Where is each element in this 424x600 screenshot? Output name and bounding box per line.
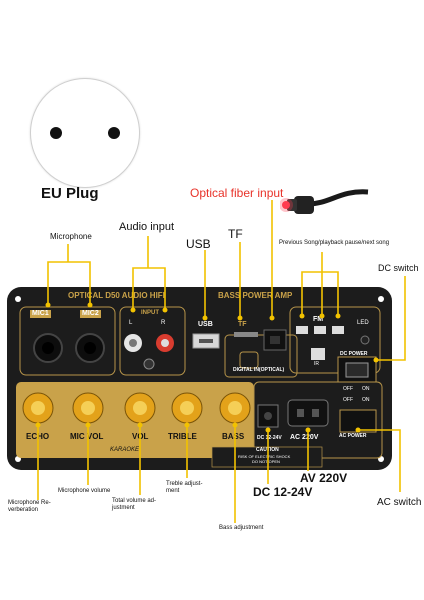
bass-callout: Bass adjustment bbox=[219, 525, 264, 531]
input-r-label: R bbox=[161, 320, 166, 326]
ir-label: IR bbox=[314, 361, 319, 367]
board-title-right: BASS POWER AMP bbox=[218, 291, 293, 300]
echo-callout: Microphone Re- verberation bbox=[8, 500, 51, 513]
digital-in-label: DIGITAL IN(OPTICAL) bbox=[233, 367, 285, 373]
off-label-upper: OFF bbox=[343, 386, 353, 392]
audio-input-label: Audio input bbox=[119, 221, 175, 233]
eu-plug-label: EU Plug bbox=[41, 185, 99, 202]
treble-callout: Treble adjust- ment bbox=[166, 481, 203, 494]
mic-volume-callout: Microphone volume bbox=[58, 488, 111, 494]
ac-port-label: AC 220V bbox=[290, 434, 319, 441]
led-board-label: LED bbox=[357, 320, 369, 326]
on-label-upper: ON bbox=[362, 386, 370, 392]
caution-line2: DO NOT OPEN bbox=[252, 459, 280, 464]
microphone-label: Microphone bbox=[50, 232, 92, 241]
total-volume-callout: Total volume ad- justment bbox=[112, 498, 157, 511]
optical-cable-icon bbox=[280, 189, 369, 214]
song-control-label: Previous Song/playback pause/next song bbox=[279, 240, 390, 246]
ac-power-label: AC POWER bbox=[339, 433, 367, 439]
plug-pin-right bbox=[108, 127, 120, 139]
input-l-label: L bbox=[129, 320, 133, 326]
knob-label-treble: TRIBLE bbox=[168, 432, 197, 441]
ac-voltage-callout: AV 220V bbox=[300, 471, 348, 485]
mic2-label: MIC2 bbox=[80, 310, 101, 318]
dc-switch-label: DC switch bbox=[378, 263, 419, 273]
caution-line1: RISK OF ELECTRIC SHOCK bbox=[238, 454, 291, 459]
usb-board-label: USB bbox=[198, 321, 213, 328]
dc-voltage-callout: DC 12-24V bbox=[253, 485, 313, 499]
karaoke-label: KARAOKE bbox=[110, 447, 140, 453]
on-label-lower: ON bbox=[362, 397, 370, 403]
knob-label-mic-vol: MIC VOL bbox=[70, 432, 104, 441]
tf-board-label: TF bbox=[238, 321, 247, 328]
off-label-lower: OFF bbox=[343, 397, 353, 403]
board-title-left: OPTICAL D50 AUDIO HIFI bbox=[68, 291, 165, 300]
fm-board-label: FM bbox=[313, 316, 324, 323]
eu-plug-image bbox=[30, 78, 140, 188]
dc-port-label: DC 12-24V bbox=[257, 435, 282, 441]
dc-power-label: DC POWER bbox=[340, 351, 368, 357]
tf-label: TF bbox=[228, 227, 243, 241]
usb-label: USB bbox=[186, 237, 211, 251]
plug-pin-left bbox=[50, 127, 62, 139]
optical-fiber-label: Optical fiber input bbox=[190, 186, 284, 200]
mic1-label: MIC1 bbox=[30, 310, 51, 318]
ac-switch-callout: AC switch bbox=[377, 497, 422, 508]
knob-label-bass: BASS bbox=[222, 432, 245, 441]
input-board-label: INPUT bbox=[141, 310, 159, 316]
